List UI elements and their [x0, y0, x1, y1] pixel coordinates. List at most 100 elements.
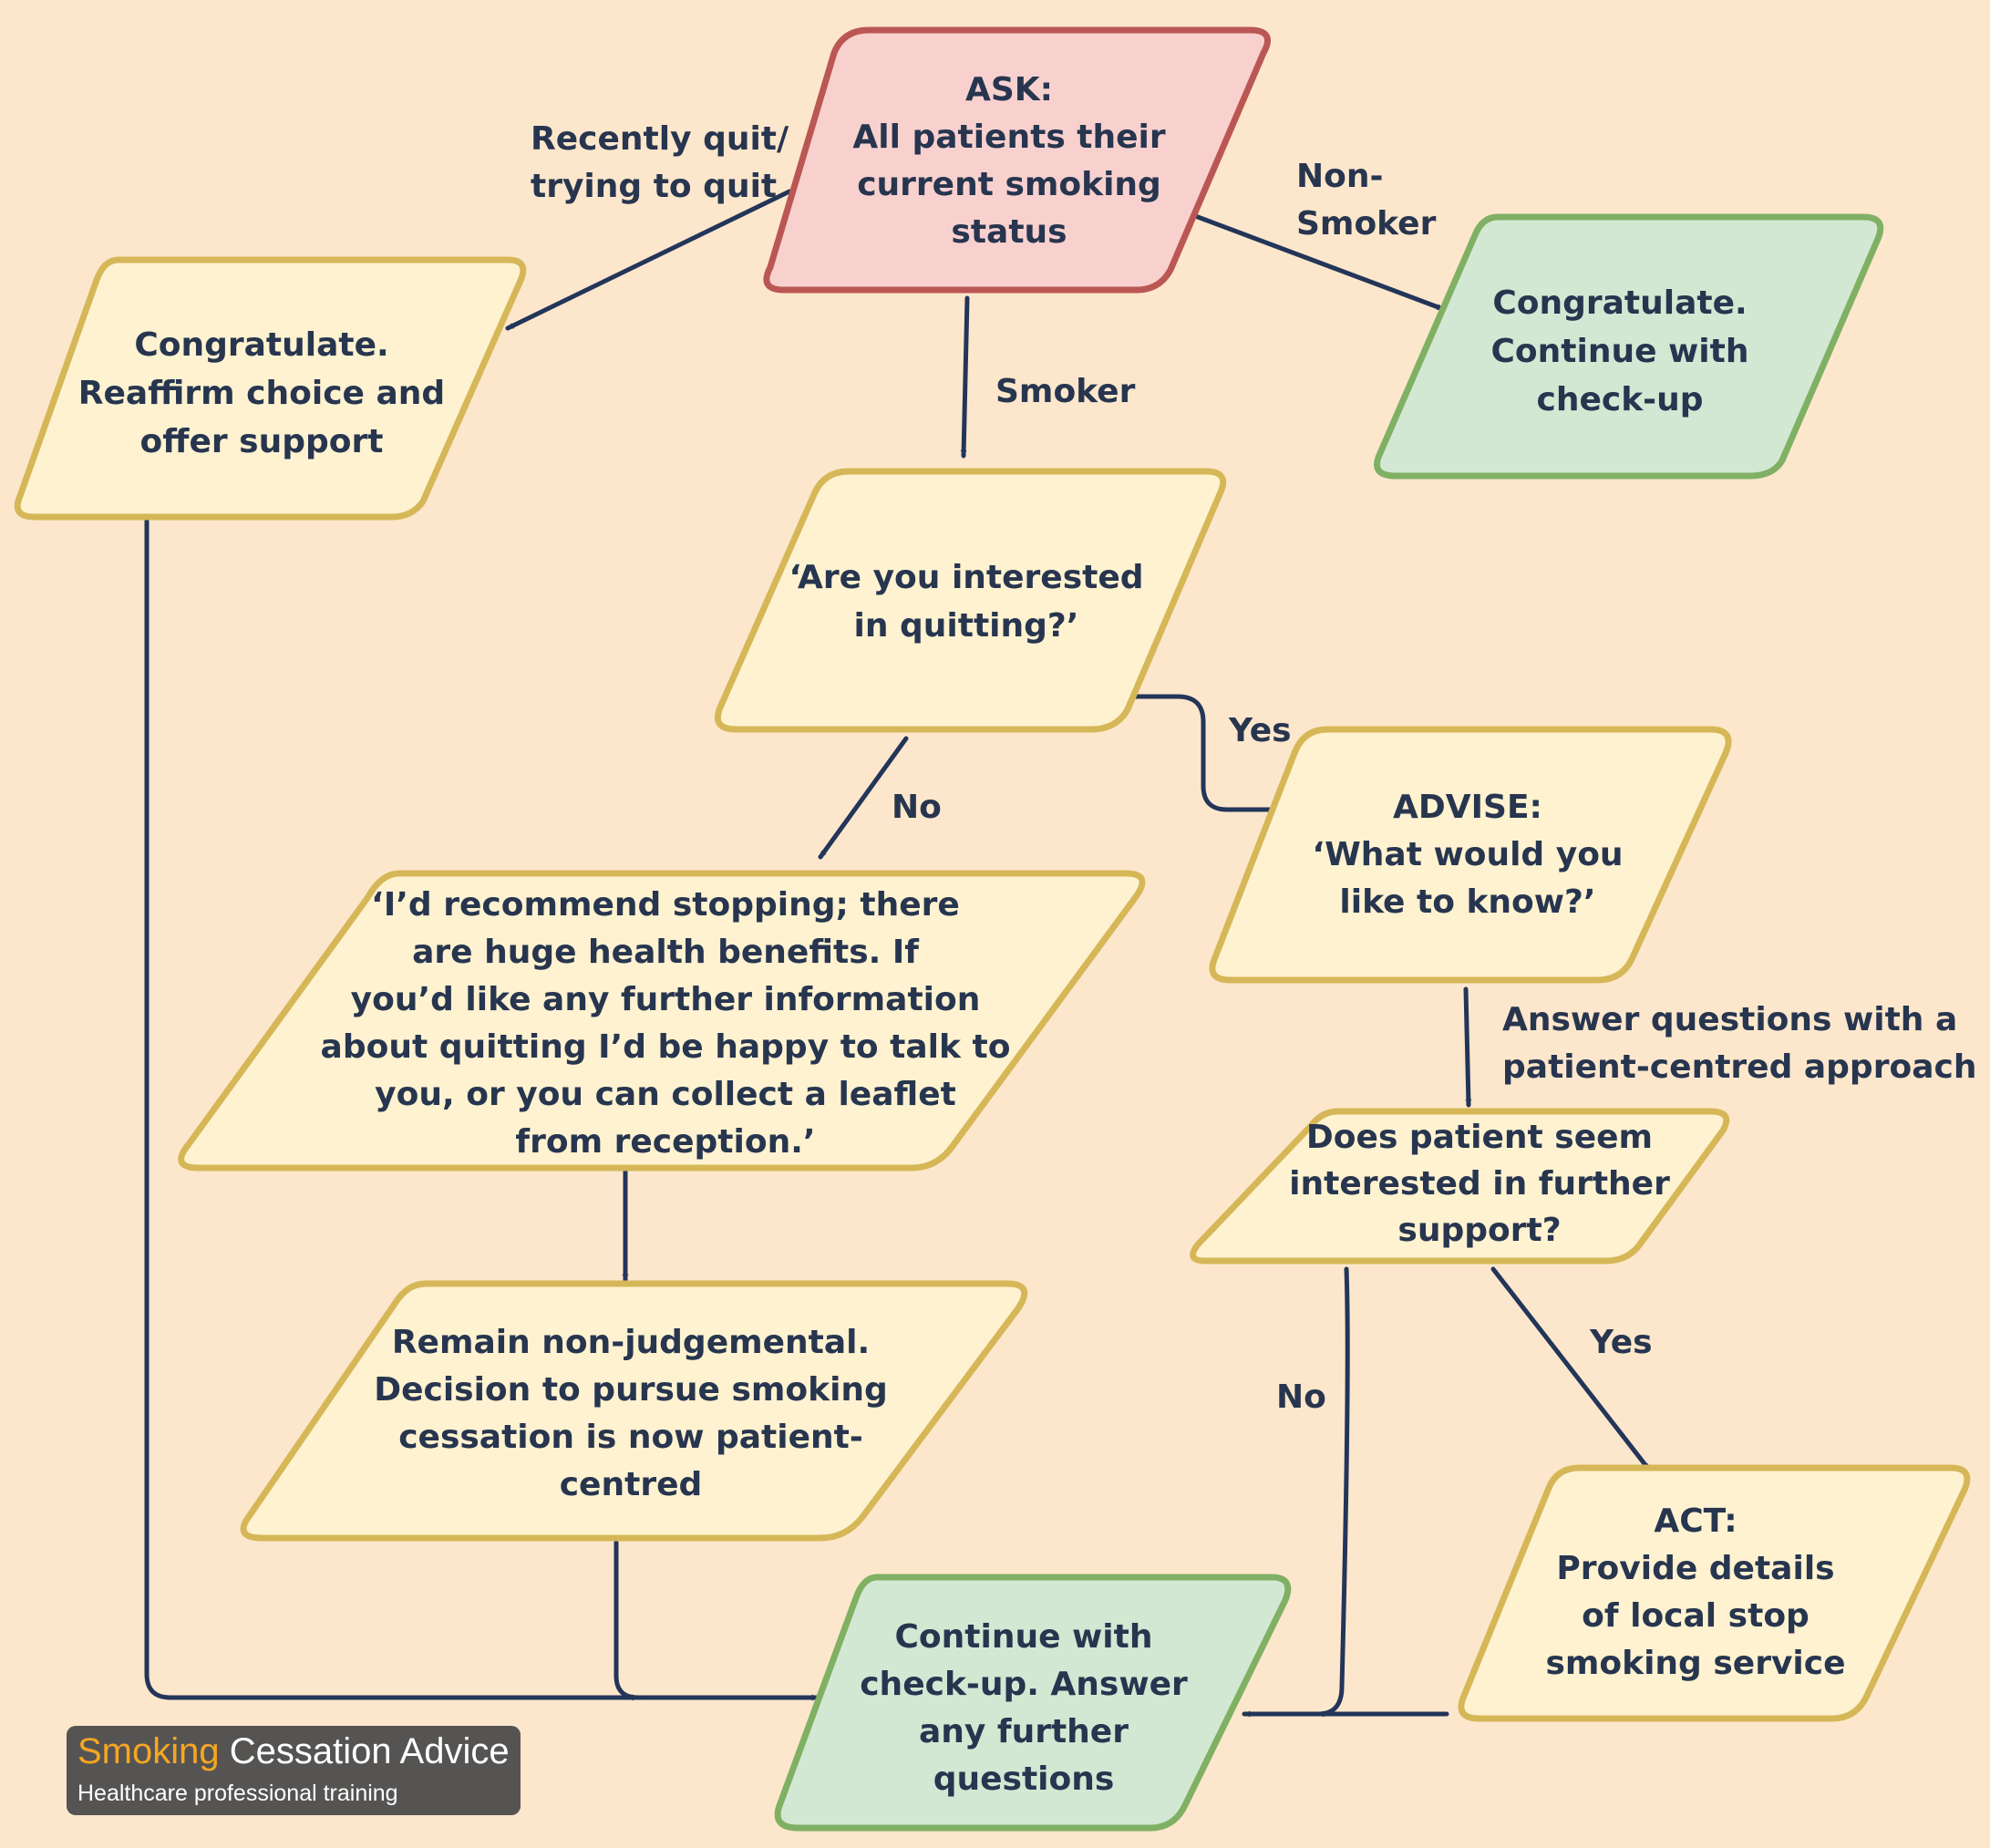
label-yes-advise: Yes — [1228, 712, 1292, 749]
node-interested-text-line-1: ‘Are you interested — [789, 559, 1143, 596]
node-advise-text-line-3: like to know?’ — [1339, 883, 1595, 921]
edge-ask-to-non-smoker — [1181, 209, 1446, 312]
label-answer-questions-line-2: patient-centred approach — [1502, 1048, 1976, 1086]
node-ask-shape — [763, 26, 1271, 294]
node-recently-quit: Congratulate. Reaffirm choice and offer su… — [14, 256, 527, 521]
label-no-recommend-line-1: No — [892, 789, 942, 826]
node-continue-text-line-2: check-up. Answer — [860, 1666, 1188, 1703]
node-non-judgemental-text-line-2: Decision to pursue smoking — [374, 1371, 888, 1409]
node-continue-text: Continue with check-up. Answer any further… — [860, 1618, 1188, 1798]
label-recently-quit: Recently quit/trying to quit — [531, 120, 789, 205]
label-yes-advise-line-1: Yes — [1228, 712, 1292, 749]
node-act-text-line-4: smoking service — [1545, 1645, 1845, 1682]
node-interested-text-line-2: in quitting?’ — [854, 607, 1079, 645]
node-further-support: Does patient seem interested in further su… — [1190, 1108, 1730, 1265]
node-recommend-text-line-6: from reception.’ — [515, 1123, 815, 1161]
node-non-judgemental-text-line-4: centred — [560, 1466, 703, 1503]
node-ask: ASK: All patients their current smoking sta… — [763, 26, 1271, 294]
edge-non-judgemental-to-continue — [613, 1540, 641, 1701]
node-non-smoker: Congratulate. Continue with check-up — [1374, 213, 1884, 480]
edge-interested-to-recommend — [818, 736, 909, 860]
node-ask-text-line-4: status — [951, 213, 1067, 251]
node-ask-text-line-3: current smoking — [857, 166, 1161, 203]
node-interested: ‘Are you interested in quitting?’ — [714, 468, 1227, 733]
label-recently-quit-line-2: trying to quit — [531, 168, 777, 205]
node-recently-quit-text-line-3: offer support — [140, 423, 384, 460]
label-no-recommend: No — [892, 789, 942, 826]
node-advise-shape — [1209, 726, 1732, 984]
node-recommend-text-line-4: about quitting I’d be happy to talk to — [321, 1028, 1011, 1066]
node-advise: ADVISE: ‘What would you like to know?’ — [1209, 726, 1732, 984]
edge-further-support-to-act — [1490, 1266, 1652, 1472]
node-recommend-text-line-3: you’d like any further information — [351, 981, 981, 1018]
node-act-text-line-2: Provide details — [1556, 1550, 1834, 1587]
node-recently-quit-text-line-2: Reaffirm choice and — [78, 375, 445, 412]
node-act-shape — [1458, 1464, 1971, 1722]
brand-title-rest: Cessation Advice — [219, 1731, 510, 1771]
node-recommend-shape — [178, 870, 1146, 1172]
edge-interested-to-advise — [1128, 694, 1284, 813]
edge-advise-to-further-support — [1463, 986, 1472, 1108]
node-continue-text-line-3: any further — [919, 1713, 1129, 1750]
node-continue-text-line-4: questions — [933, 1760, 1115, 1798]
node-further-support-text-line-2: interested in further — [1289, 1165, 1670, 1203]
node-recently-quit-shape — [14, 256, 527, 521]
node-recommend-text-line-1: ‘I’d recommend stopping; there — [371, 886, 960, 924]
label-non-smoker-line-2: Smoker — [1296, 205, 1437, 243]
node-act-text-line-1: ACT: — [1654, 1502, 1737, 1540]
node-recommend-text: ‘I’d recommend stopping; there are huge h… — [321, 886, 1011, 1161]
node-non-judgemental-shape — [240, 1280, 1028, 1542]
node-non-smoker-text: Congratulate. Continue with check-up — [1491, 284, 1749, 418]
node-continue: Continue with check-up. Answer any further… — [774, 1574, 1292, 1832]
edge-further-support-to-continue — [1315, 1266, 1350, 1718]
node-recently-quit-text: Congratulate. Reaffirm choice and offer su… — [78, 326, 445, 460]
node-recommend: ‘I’d recommend stopping; there are huge h… — [178, 870, 1146, 1172]
node-non-judgemental-text: Remain non-judgemental. Decision to pursu… — [374, 1324, 888, 1503]
label-non-smoker-line-1: Non- — [1296, 158, 1383, 195]
node-ask-text: ASK: All patients their current smoking sta… — [852, 71, 1165, 251]
label-no-continue-line-1: No — [1276, 1378, 1326, 1416]
node-act-text-line-3: of local stop — [1582, 1597, 1810, 1635]
edges — [144, 189, 1652, 1718]
label-non-smoker: Non- Smoker — [1296, 158, 1437, 243]
node-non-smoker-text-line-3: check-up — [1536, 381, 1703, 418]
node-recently-quit-text-line-1: Congratulate. — [134, 326, 388, 364]
node-continue-text-line-1: Continue with — [895, 1618, 1153, 1656]
label-yes-act-line-1: Yes — [1589, 1324, 1653, 1361]
node-further-support-text: Does patient seem interested in further su… — [1289, 1119, 1670, 1249]
label-no-continue: No — [1276, 1378, 1326, 1416]
edge-labels: Recently quit/trying to quit Non-Smoker … — [531, 120, 1976, 1416]
node-ask-text-line-1: ASK: — [965, 71, 1053, 108]
label-answer-questions: Answer questions with a patient-centred a… — [1502, 1001, 1976, 1086]
node-interested-shape — [714, 468, 1227, 733]
node-non-smoker-shape — [1374, 213, 1884, 480]
brand-subtitle: Healthcare professional training — [77, 1781, 398, 1806]
node-advise-text-line-2: ‘What would you — [1312, 836, 1623, 873]
node-act: ACT: Provide details of local stop smoking … — [1458, 1464, 1971, 1722]
label-smoker-line-1: Smoker — [995, 373, 1136, 410]
node-non-judgemental-text-line-1: Remain non-judgemental. — [392, 1324, 870, 1361]
brand-logo: Smoking Cessation Advice Healthcare prof… — [67, 1726, 521, 1815]
edge-ask-to-recently-quit — [505, 189, 792, 331]
node-act-text: ACT: Provide details of local stop smoking … — [1545, 1502, 1845, 1682]
label-recently-quit-line-1: Recently quit/ — [531, 120, 789, 158]
node-further-support-shape — [1190, 1108, 1730, 1265]
node-advise-text: ADVISE: ‘What would you like to know?’ — [1312, 789, 1623, 921]
node-non-judgemental-text-line-3: cessation is now patient- — [398, 1419, 863, 1456]
node-ask-text-line-2: All patients their — [852, 119, 1165, 156]
node-further-support-text-line-3: support? — [1397, 1212, 1561, 1249]
node-continue-shape — [774, 1574, 1292, 1832]
node-non-smoker-text-line-1: Congratulate. — [1492, 284, 1747, 322]
node-advise-text-line-1: ADVISE: — [1393, 789, 1542, 826]
label-yes-act: Yes — [1589, 1324, 1653, 1361]
node-recommend-text-line-2: are huge health benefits. If — [412, 934, 919, 971]
node-recommend-text-line-5: you, or you can collect a leaflet — [375, 1076, 956, 1113]
edge-ask-to-interested — [960, 295, 970, 459]
node-further-support-text-line-1: Does patient seem — [1306, 1119, 1653, 1156]
label-answer-questions-line-1: Answer questions with a — [1502, 1001, 1957, 1038]
node-non-smoker-text-line-2: Continue with — [1491, 333, 1749, 370]
node-non-judgemental: Remain non-judgemental. Decision to pursu… — [240, 1280, 1028, 1542]
brand-title: Smoking Cessation Advice — [77, 1731, 510, 1772]
node-interested-text: ‘Are you interested in quitting?’ — [789, 559, 1143, 645]
